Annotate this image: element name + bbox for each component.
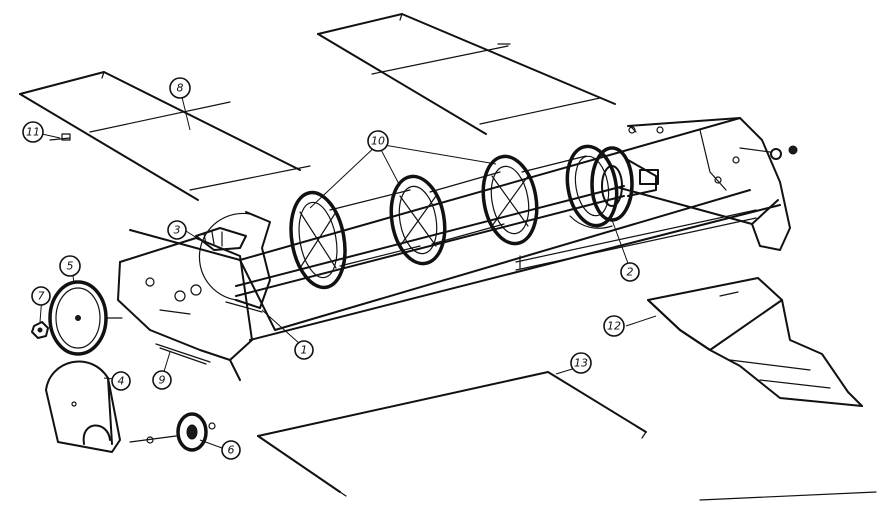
callout-6-label: 6: [228, 444, 235, 457]
callout-1-label: 1: [301, 344, 308, 357]
callout-9-label: 9: [159, 374, 166, 387]
callout-2: 2: [620, 262, 640, 282]
small-fitting-11: [49, 133, 71, 141]
callout-8: 8: [169, 77, 191, 99]
callout-3-label: 3: [174, 224, 181, 237]
spring-9: [155, 343, 211, 365]
wire-rod-assembly-upper: [317, 13, 616, 135]
leader-lines: [39, 88, 657, 449]
callout-11: 11: [22, 121, 44, 143]
callout-5: 5: [59, 255, 81, 277]
inner-rods: [329, 155, 587, 267]
pulley-6: [129, 412, 216, 452]
callout-13-label: 13: [574, 357, 588, 370]
callout-2-label: 2: [627, 266, 634, 279]
callout-12: 12: [603, 315, 625, 337]
callout-3: 3: [167, 220, 187, 240]
callout-10: 10: [367, 130, 389, 152]
long-rod-13: [257, 371, 647, 497]
left-side-plate: [117, 237, 253, 381]
gear-cover-4: [45, 360, 121, 453]
right-hardware: [628, 126, 798, 160]
callout-8-label: 8: [177, 82, 184, 95]
callout-10-label: 10: [371, 135, 385, 148]
callout-4: 4: [111, 371, 131, 391]
bracket-3: [195, 227, 247, 251]
gear-segment-left: [198, 211, 271, 313]
drum-spool-3: [481, 154, 539, 246]
callout-4-label: 4: [118, 375, 125, 388]
callout-7: 7: [31, 286, 51, 306]
callout-9: 9: [152, 370, 172, 390]
wire-rod-assembly-8: [19, 71, 311, 201]
drum-spool-2: [389, 174, 447, 266]
hopper-chute-12: [647, 277, 863, 407]
callout-6: 6: [221, 440, 241, 460]
drum-spool-1: [289, 190, 347, 290]
callout-7-label: 7: [38, 290, 45, 303]
nut-7: [31, 321, 49, 339]
callout-1: 1: [294, 340, 314, 360]
main-shaft: [235, 185, 625, 297]
callout-12-label: 12: [607, 320, 621, 333]
drum-spool-4: [565, 144, 619, 228]
callout-5-label: 5: [67, 260, 74, 273]
scan-line: [699, 491, 877, 501]
callout-11-label: 11: [26, 126, 40, 139]
main-frame: [129, 117, 781, 341]
callout-13: 13: [570, 352, 592, 374]
gear-wheel-5: [48, 280, 123, 356]
